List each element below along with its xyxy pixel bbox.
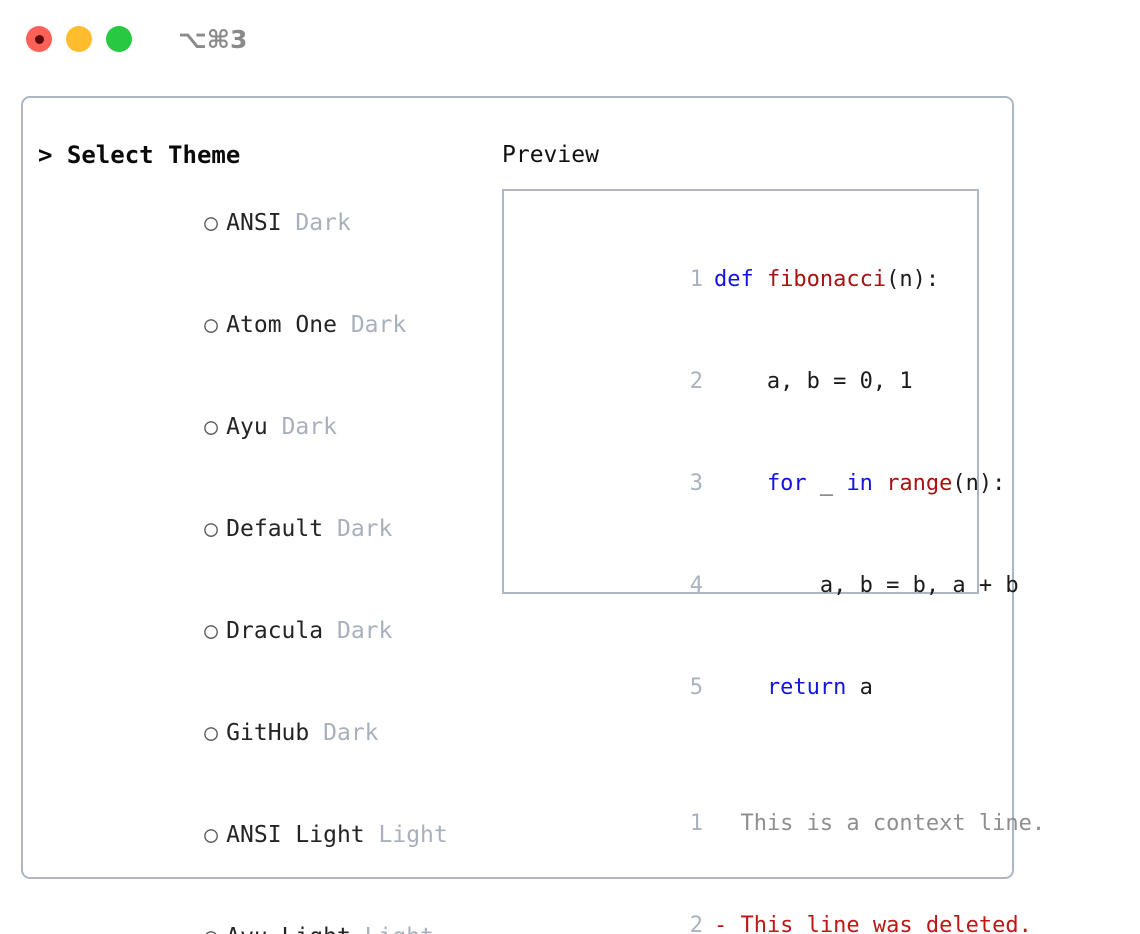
list-item[interactable]: ○ Default Dark — [38, 478, 478, 580]
code-token: fibonacci — [766, 267, 887, 292]
theme-category-label: Dark — [323, 720, 379, 746]
theme-category — [337, 312, 351, 338]
radio-icon[interactable]: ○ — [204, 312, 219, 338]
theme-name: Ayu Light — [226, 924, 351, 934]
line-number: 2 — [689, 913, 703, 934]
theme-name: Atom One — [226, 312, 337, 338]
line-number: 5 — [689, 675, 703, 700]
code-token: (n): — [886, 267, 940, 292]
list-item[interactable]: ○Ayu Light Light — [38, 886, 478, 934]
theme-category-label: Dark — [336, 618, 393, 644]
list-item[interactable]: ○ ANSI Dark — [38, 172, 478, 274]
radio-icon[interactable]: ○ — [204, 516, 219, 542]
title-bar: ⌥⌘3 — [0, 0, 1140, 78]
theme-category — [282, 210, 296, 236]
code-token: a, b = b, a + b — [713, 573, 1019, 598]
minimize-button[interactable] — [66, 26, 92, 52]
code-token: return — [766, 675, 847, 700]
theme-name: Default — [226, 516, 324, 542]
theme-name: ANSI — [226, 210, 282, 236]
theme-name: GitHub — [226, 720, 310, 746]
theme-category — [268, 414, 282, 440]
diff-sign — [714, 811, 727, 836]
radio-icon[interactable]: ○ — [204, 822, 219, 848]
theme-category-label: Light — [378, 822, 448, 848]
code-token: for — [766, 471, 807, 496]
code-token: range — [886, 471, 953, 496]
code-token: in — [846, 471, 887, 496]
list-item[interactable]: ○ Dracula Dark — [38, 580, 478, 682]
list-item[interactable]: ○ Ayu Dark — [38, 376, 478, 478]
code-line: 2 a, b = 0, 1 — [518, 331, 977, 433]
window-controls — [26, 26, 132, 52]
radio-icon[interactable]: ○ — [204, 618, 219, 644]
theme-category — [323, 618, 337, 644]
line-number: 2 — [689, 369, 703, 394]
close-button[interactable] — [26, 26, 52, 52]
diff-text: This is a context line. — [727, 811, 1046, 836]
theme-category-label: Light — [365, 924, 434, 934]
code-token — [714, 471, 767, 496]
close-icon — [34, 34, 44, 44]
diff-sign: - — [713, 913, 728, 934]
theme-category — [309, 720, 323, 746]
theme-category — [351, 924, 365, 934]
code-token: a, b = 0, 1 — [713, 369, 913, 394]
theme-category-label: Dark — [295, 210, 351, 236]
code-token — [714, 675, 767, 700]
code-token: (n): — [952, 471, 1006, 496]
theme-category — [323, 516, 337, 542]
diff-line-context: 1 This is a context line. — [518, 773, 1045, 875]
theme-list: ○ ANSI Dark ○ Atom One Dark ○ Ayu Dark ○ Def… — [38, 172, 478, 934]
diff-text: This line was deleted. — [727, 913, 1032, 934]
theme-category-label: Dark — [336, 516, 393, 542]
theme-name: ANSI Light — [226, 822, 365, 848]
code-line: 3 for _ in range(n): — [518, 433, 1006, 535]
code-token: _ — [806, 471, 847, 496]
panel-columns: > Select Theme ○ ANSI Dark ○ Atom One Dark… — [23, 98, 1045, 934]
line-number: 1 — [689, 267, 703, 292]
keyboard-shortcut-label: ⌥⌘3 — [178, 24, 248, 54]
theme-name: Dracula — [226, 618, 324, 644]
list-item[interactable]: ○ GitHub Dark — [38, 682, 478, 784]
code-line: 1 def fibonacci(n): — [518, 229, 977, 331]
list-item[interactable]: ○ ANSI Light Light — [38, 784, 478, 886]
main-panel: > Select Theme ○ ANSI Dark ○ Atom One Dark… — [21, 96, 1045, 934]
line-number: 4 — [689, 573, 703, 598]
preview-spacer — [518, 739, 977, 773]
maximize-button[interactable] — [106, 26, 132, 52]
theme-name: Ayu — [226, 414, 268, 440]
code-line: 5 return a — [518, 637, 977, 739]
line-number: 3 — [689, 471, 703, 496]
diff-line-deleted: 2- This line was deleted. — [518, 875, 1032, 934]
theme-category-label: Dark — [350, 312, 407, 338]
preview-title: Preview — [502, 142, 599, 168]
select-theme-header: > Select Theme — [38, 141, 241, 169]
theme-category-label: Dark — [281, 414, 337, 440]
line-number: 1 — [689, 811, 703, 836]
theme-category — [365, 822, 379, 848]
code-token: a — [846, 675, 873, 700]
code-token: def — [713, 267, 767, 292]
list-item[interactable]: ○ Atom One Dark — [38, 274, 478, 376]
code-line: 4 a, b = b, a + b — [518, 535, 1019, 637]
radio-icon[interactable]: ○ — [204, 414, 219, 440]
radio-icon[interactable]: ○ — [204, 210, 219, 236]
radio-icon[interactable]: ○ — [204, 920, 226, 934]
radio-icon[interactable]: ○ — [204, 720, 219, 746]
theme-picker-column: > Select Theme ○ ANSI Dark ○ Atom One Dark… — [38, 138, 478, 934]
